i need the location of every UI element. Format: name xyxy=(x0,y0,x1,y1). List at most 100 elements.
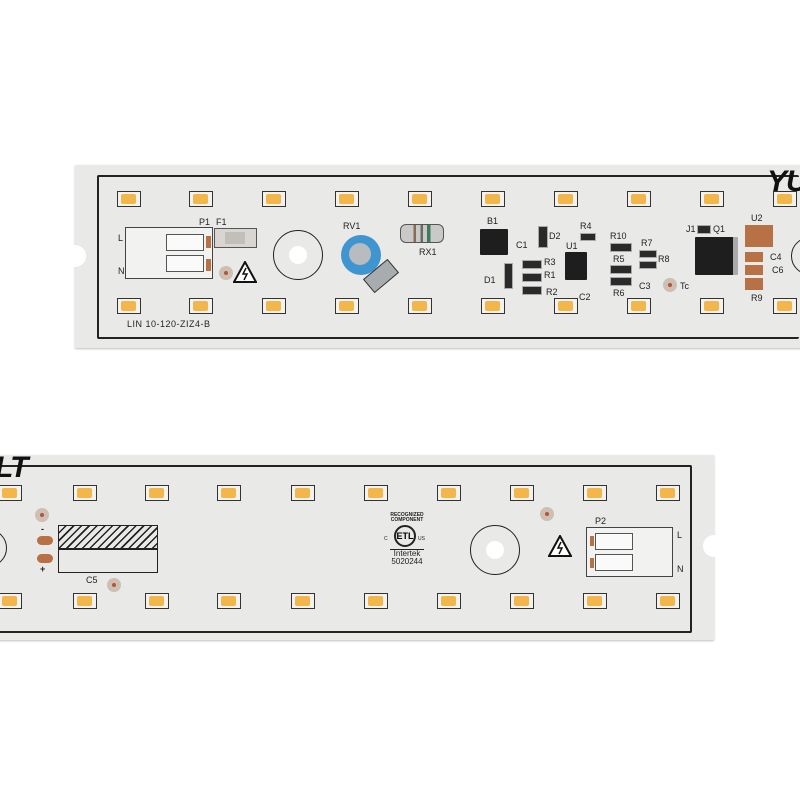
label-r1: R1 xyxy=(544,270,556,280)
led xyxy=(554,191,578,207)
bottom-led-board: LT - + C5 RECOGNIZED COMPONENT C xyxy=(0,453,725,640)
resistor-r7 xyxy=(639,250,657,258)
led xyxy=(145,485,169,501)
diode-d2 xyxy=(538,226,548,248)
capacitor-c5-body xyxy=(58,548,158,573)
label-d1: D1 xyxy=(484,275,496,285)
connector-slot-l[interactable] xyxy=(166,234,204,251)
top-led-board: YU L N P1 F1 xyxy=(64,165,800,348)
cert-left: C xyxy=(384,536,388,542)
pad-plus xyxy=(37,554,53,563)
label-r3: R3 xyxy=(544,257,556,267)
led xyxy=(627,191,651,207)
led xyxy=(189,191,213,207)
label-d2: D2 xyxy=(549,231,561,241)
input-connector-p1[interactable] xyxy=(125,227,213,279)
label-r7: R7 xyxy=(641,238,653,248)
label-c4: C4 xyxy=(770,252,782,262)
led xyxy=(0,485,22,501)
led xyxy=(335,298,359,314)
label-r4: R4 xyxy=(580,221,592,231)
led xyxy=(364,485,388,501)
label-r2: R2 xyxy=(546,287,558,297)
capacitor-ref-label: C5 xyxy=(86,575,98,585)
capacitor-c5-hatch xyxy=(58,525,158,550)
mounting-notch-left xyxy=(64,245,86,267)
pad-r9 xyxy=(745,278,763,290)
fuse-f1 xyxy=(214,228,257,248)
label-r10: R10 xyxy=(610,231,627,241)
resistor-r8 xyxy=(639,261,657,269)
cert-number: 5020244 xyxy=(391,557,423,566)
high-voltage-warning-icon xyxy=(233,261,257,283)
mounting-hole xyxy=(470,525,520,575)
led xyxy=(117,298,141,314)
resistor-r10 xyxy=(610,243,632,252)
part-number-label: LIN 10-120-ZIZ4-B xyxy=(127,319,211,329)
connector-slot-n[interactable] xyxy=(595,554,633,571)
transistor-q1 xyxy=(695,237,738,275)
cert-line1: RECOGNIZED xyxy=(390,512,424,518)
label-j1: J1 xyxy=(686,224,696,234)
label-c6: C6 xyxy=(772,265,784,275)
led xyxy=(656,485,680,501)
led xyxy=(583,485,607,501)
resistor-r4 xyxy=(580,233,596,241)
test-point xyxy=(540,507,554,521)
led xyxy=(408,298,432,314)
connector-slot-l[interactable] xyxy=(595,533,633,550)
label-c2: C2 xyxy=(579,292,591,302)
led xyxy=(583,593,607,609)
connector-slot-n[interactable] xyxy=(166,255,204,272)
led xyxy=(335,191,359,207)
pad-c6 xyxy=(745,265,763,275)
resistor-r6 xyxy=(610,277,632,286)
led xyxy=(627,298,651,314)
led xyxy=(408,191,432,207)
mounting-notch-right xyxy=(703,535,725,557)
solder-pad xyxy=(590,536,594,546)
solder-pad xyxy=(206,259,211,271)
led xyxy=(437,485,461,501)
led xyxy=(773,298,797,314)
pcb-outline xyxy=(97,175,799,339)
pin-label-l: L xyxy=(118,233,124,243)
test-point xyxy=(35,508,49,522)
label-r8: R8 xyxy=(658,254,670,264)
label-u1: U1 xyxy=(566,241,578,251)
fuse-ref-label: F1 xyxy=(216,217,227,227)
polarity-plus: + xyxy=(40,564,46,574)
jumper-j1 xyxy=(697,225,711,234)
test-point xyxy=(219,266,233,280)
led xyxy=(73,593,97,609)
resistor-rx1 xyxy=(400,224,444,243)
etl-certification-mark: RECOGNIZED COMPONENT C ETL US Intertek 5… xyxy=(382,513,432,566)
driver-ic-u1 xyxy=(565,252,587,280)
led xyxy=(217,485,241,501)
pin-label-n: N xyxy=(118,266,125,276)
output-connector-p2[interactable] xyxy=(586,527,673,577)
bridge-rectifier-b1 xyxy=(480,229,508,255)
led xyxy=(773,191,797,207)
label-c3: C3 xyxy=(639,281,651,291)
led xyxy=(554,298,578,314)
led xyxy=(510,485,534,501)
led xyxy=(700,298,724,314)
label-r6: R6 xyxy=(613,288,625,298)
resistor-r3 xyxy=(522,260,542,269)
label-u2: U2 xyxy=(751,213,763,223)
label-r5: R5 xyxy=(613,254,625,264)
led xyxy=(189,298,213,314)
led xyxy=(262,298,286,314)
cert-lab: Intertek xyxy=(393,549,421,558)
connector-ref-label: P2 xyxy=(595,516,607,526)
led xyxy=(700,191,724,207)
pin-label-l: L xyxy=(677,530,683,540)
polarity-minus: - xyxy=(41,524,44,534)
label-q1: Q1 xyxy=(713,224,726,234)
label-c1: C1 xyxy=(516,240,528,250)
resistor-r1 xyxy=(522,273,542,282)
cert-right: US xyxy=(418,536,425,542)
led xyxy=(364,593,388,609)
etl-logo-icon: ETL xyxy=(394,525,416,547)
